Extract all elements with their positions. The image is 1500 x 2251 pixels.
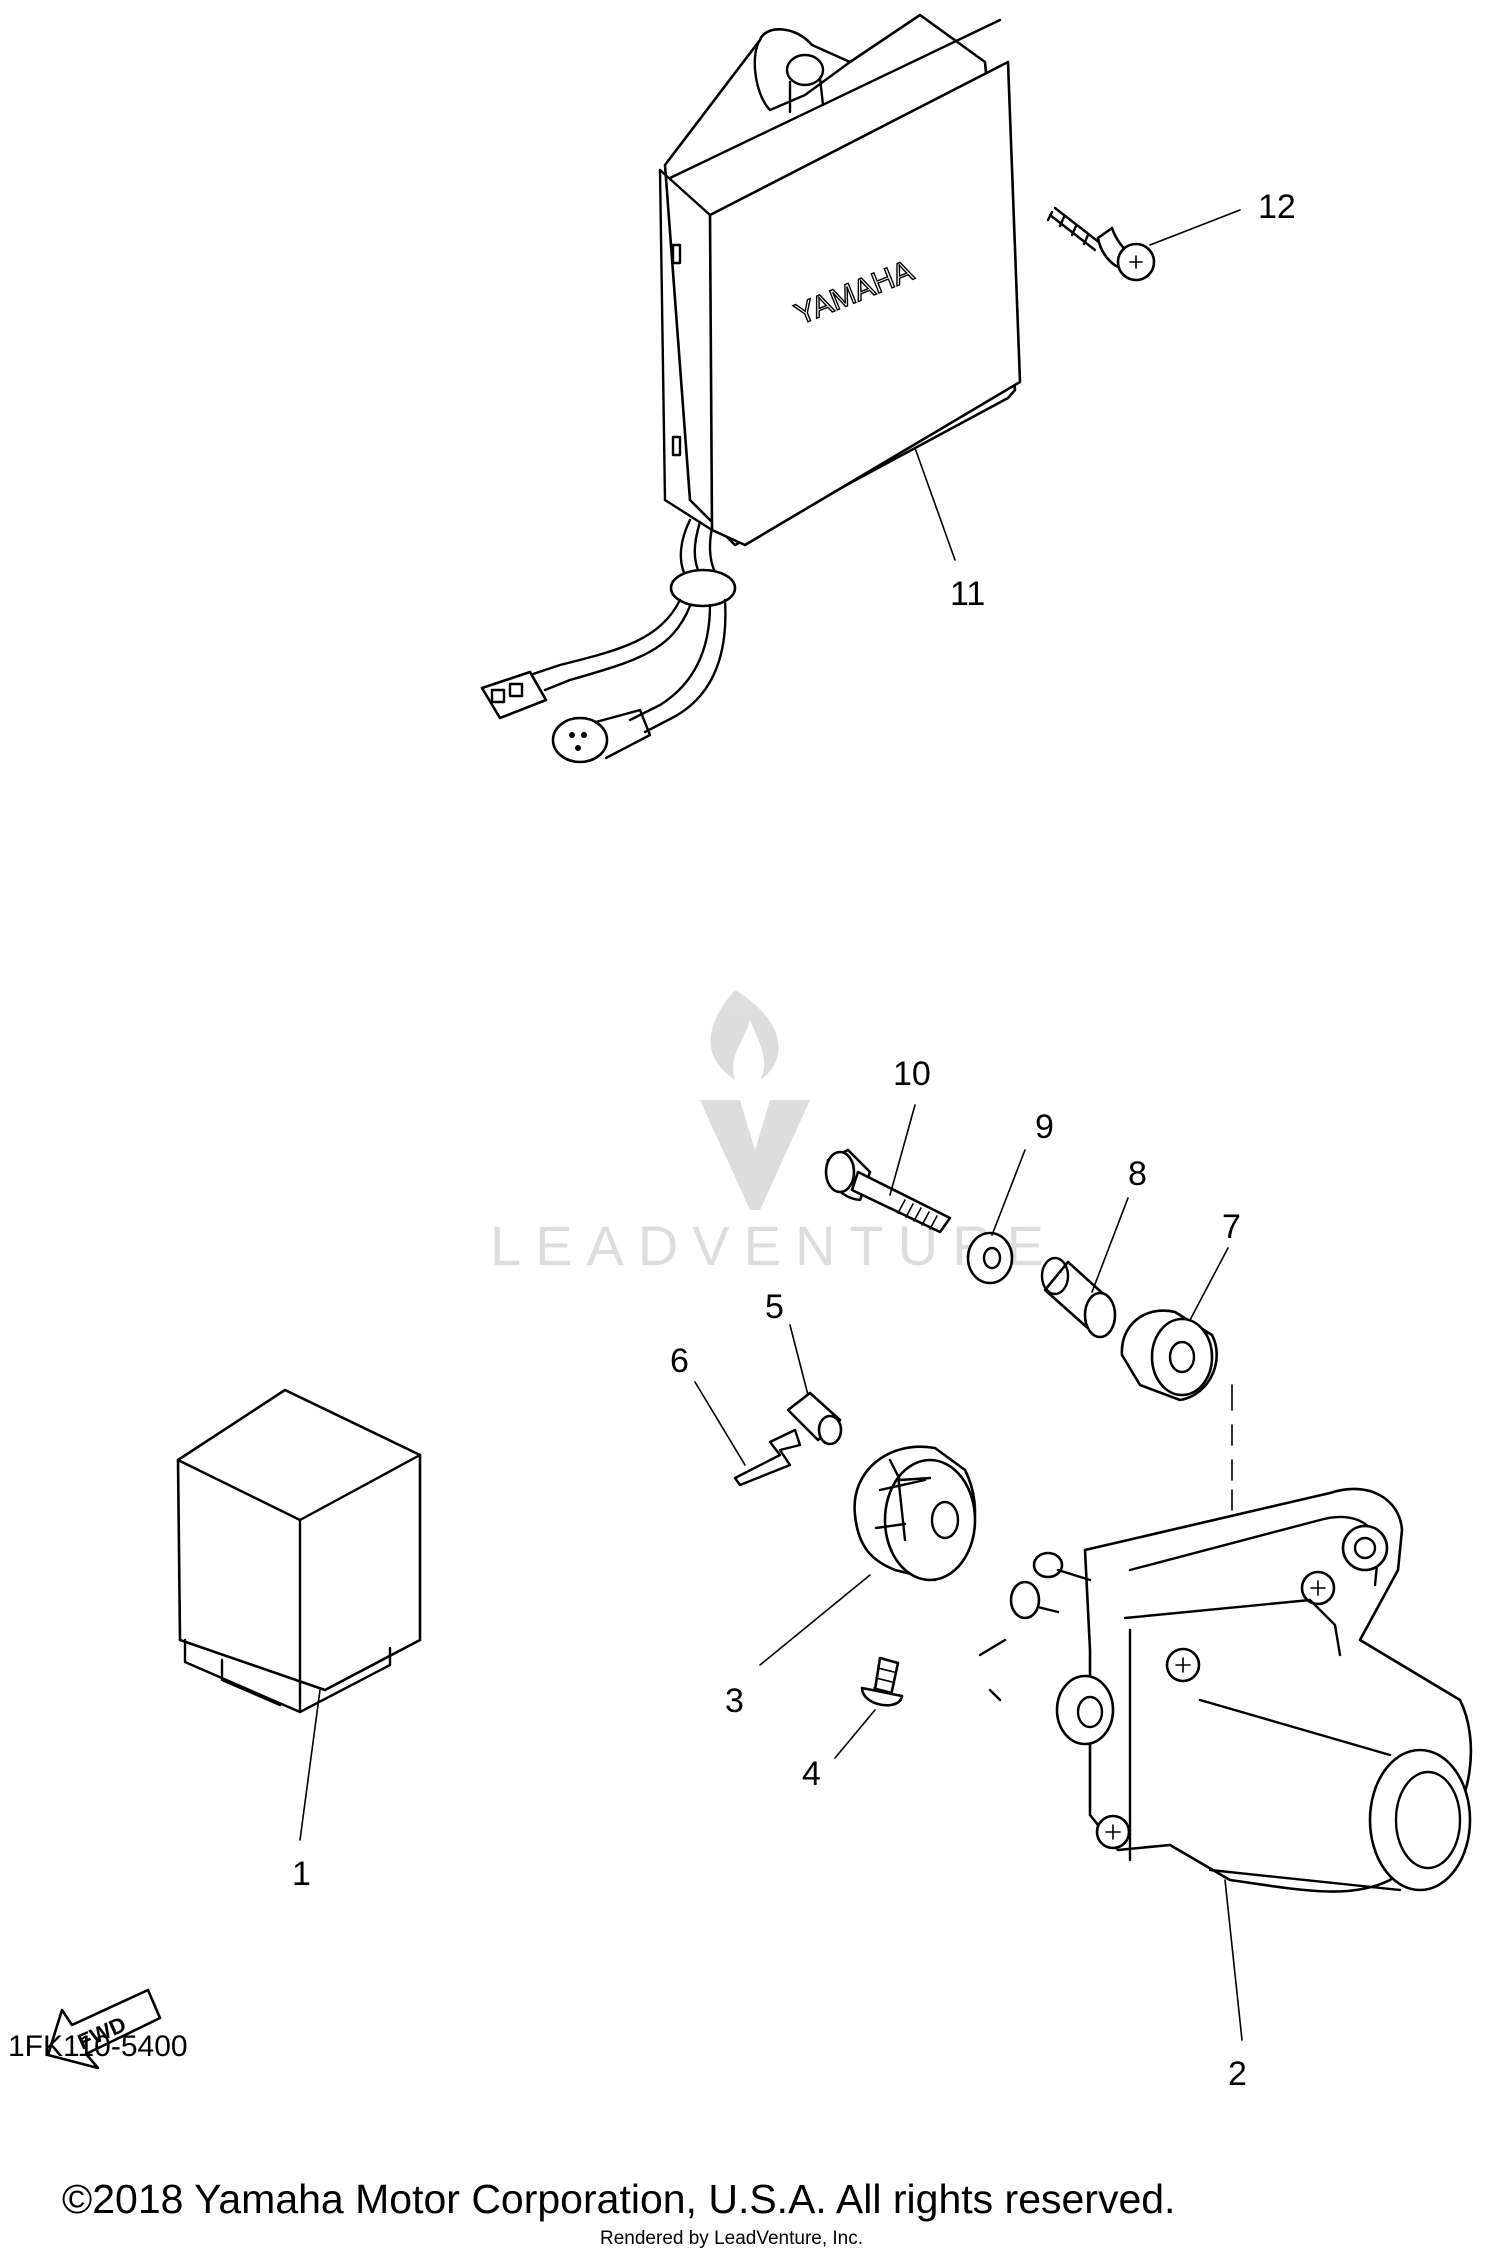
disc-part-3 (759, 1445, 977, 1666)
callout-7: 7 (1222, 1208, 1241, 1246)
callout-9: 9 (1035, 1108, 1054, 1146)
grommet-part-7 (1120, 1247, 1251, 1526)
callout-2: 2 (1228, 2055, 1247, 2093)
rendered-by-notice: Rendered by LeadVenture, Inc. (600, 2228, 864, 2249)
leadventure-watermark: LEADVENTURE (490, 990, 1058, 1277)
relay-part-1 (176, 1388, 422, 1841)
callout-1: 1 (292, 1855, 311, 1893)
solenoid-part-2 (978, 1487, 1473, 2041)
callout-10: 10 (893, 1055, 931, 1093)
copyright-notice: ©2018 Yamaha Motor Corporation, U.S.A. A… (62, 2176, 1176, 2222)
callout-8: 8 (1128, 1155, 1147, 1193)
diagram-code: 1FK110-5400 (8, 2030, 188, 2063)
collar-part-8 (1040, 1197, 1129, 1339)
clip-part-6 (694, 1381, 802, 1487)
bolt-part-10 (824, 1104, 952, 1234)
watermark-text: LEADVENTURE (490, 1214, 1058, 1277)
callout-5: 5 (765, 1288, 784, 1326)
screw-part-12 (1046, 206, 1241, 282)
washer-part-9 (966, 1149, 1026, 1285)
callout-4: 4 (802, 1755, 821, 1793)
callout-6: 6 (670, 1342, 689, 1380)
control-unit-part-11: YAMAHA (480, 13, 1022, 764)
screw-part-4 (834, 1656, 904, 1759)
callout-3: 3 (725, 1682, 744, 1720)
callout-11: 11 (950, 575, 985, 613)
callout-12: 12 (1258, 188, 1296, 226)
pin-part-5 (786, 1324, 843, 1446)
